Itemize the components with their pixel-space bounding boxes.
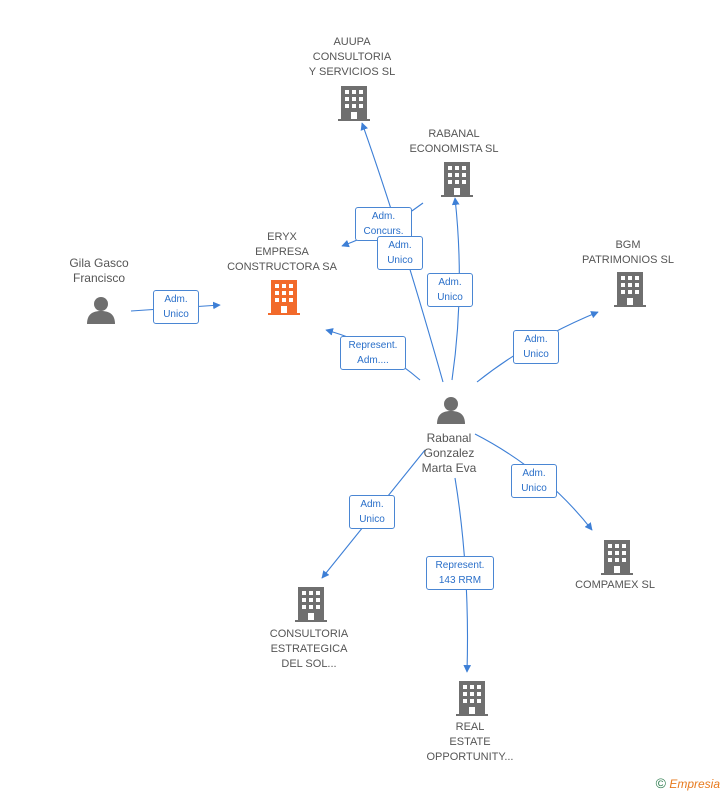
- edge-label-eva-consultoria[interactable]: Adm. Unico: [349, 495, 395, 529]
- node-label-rabanal-economista[interactable]: RABANAL ECONOMISTA SL: [409, 128, 499, 155]
- node-label-eryx[interactable]: ERYX EMPRESA CONSTRUCTORA SA: [227, 231, 337, 273]
- node-label-real-estate[interactable]: REAL ESTATE OPPORTUNITY...: [426, 721, 514, 763]
- building-icon[interactable]: [614, 272, 646, 307]
- copyright-icon: ©: [655, 775, 666, 791]
- node-label-consultoria[interactable]: CONSULTORIA ESTRATEGICA DEL SOL...: [269, 628, 349, 670]
- node-label-auupa[interactable]: AUUPA CONSULTORIA Y SERVICIOS SL: [308, 36, 396, 78]
- footer-brand[interactable]: © Empresia: [656, 775, 720, 791]
- node-label-gila[interactable]: Gila Gasco Francisco: [69, 256, 129, 285]
- edge-label-eva-bgm[interactable]: Adm. Unico: [513, 330, 559, 364]
- edge-label-eva-eryx[interactable]: Represent. Adm....: [340, 336, 406, 370]
- edge-label-eva-real[interactable]: Represent. 143 RRM: [426, 556, 494, 590]
- node-label-rabanal-eva[interactable]: Rabanal Gonzalez Marta Eva: [421, 431, 477, 475]
- edges: [130, 122, 599, 673]
- edge-label-eva-econ[interactable]: Adm. Unico: [427, 273, 473, 307]
- building-icon[interactable]: [456, 681, 488, 716]
- brand-name: Empresia: [669, 777, 720, 791]
- person-icon[interactable]: [437, 397, 465, 424]
- node-label-compamex[interactable]: COMPAMEX SL: [575, 579, 655, 591]
- node-icons: [87, 86, 646, 716]
- building-icon[interactable]: [441, 162, 473, 197]
- building-icon[interactable]: [295, 587, 327, 622]
- person-icon[interactable]: [87, 297, 115, 324]
- edge-label-eva-compamex[interactable]: Adm. Unico: [511, 464, 557, 498]
- node-label-bgm[interactable]: BGM PATRIMONIOS SL: [582, 239, 674, 266]
- edge-label-gila-eryx[interactable]: Adm. Unico: [153, 290, 199, 324]
- building-icon[interactable]: [338, 86, 370, 121]
- edge-label-eva-auupa[interactable]: Adm. Unico: [377, 236, 423, 270]
- building-icon[interactable]: [268, 280, 300, 315]
- building-icon[interactable]: [601, 540, 633, 575]
